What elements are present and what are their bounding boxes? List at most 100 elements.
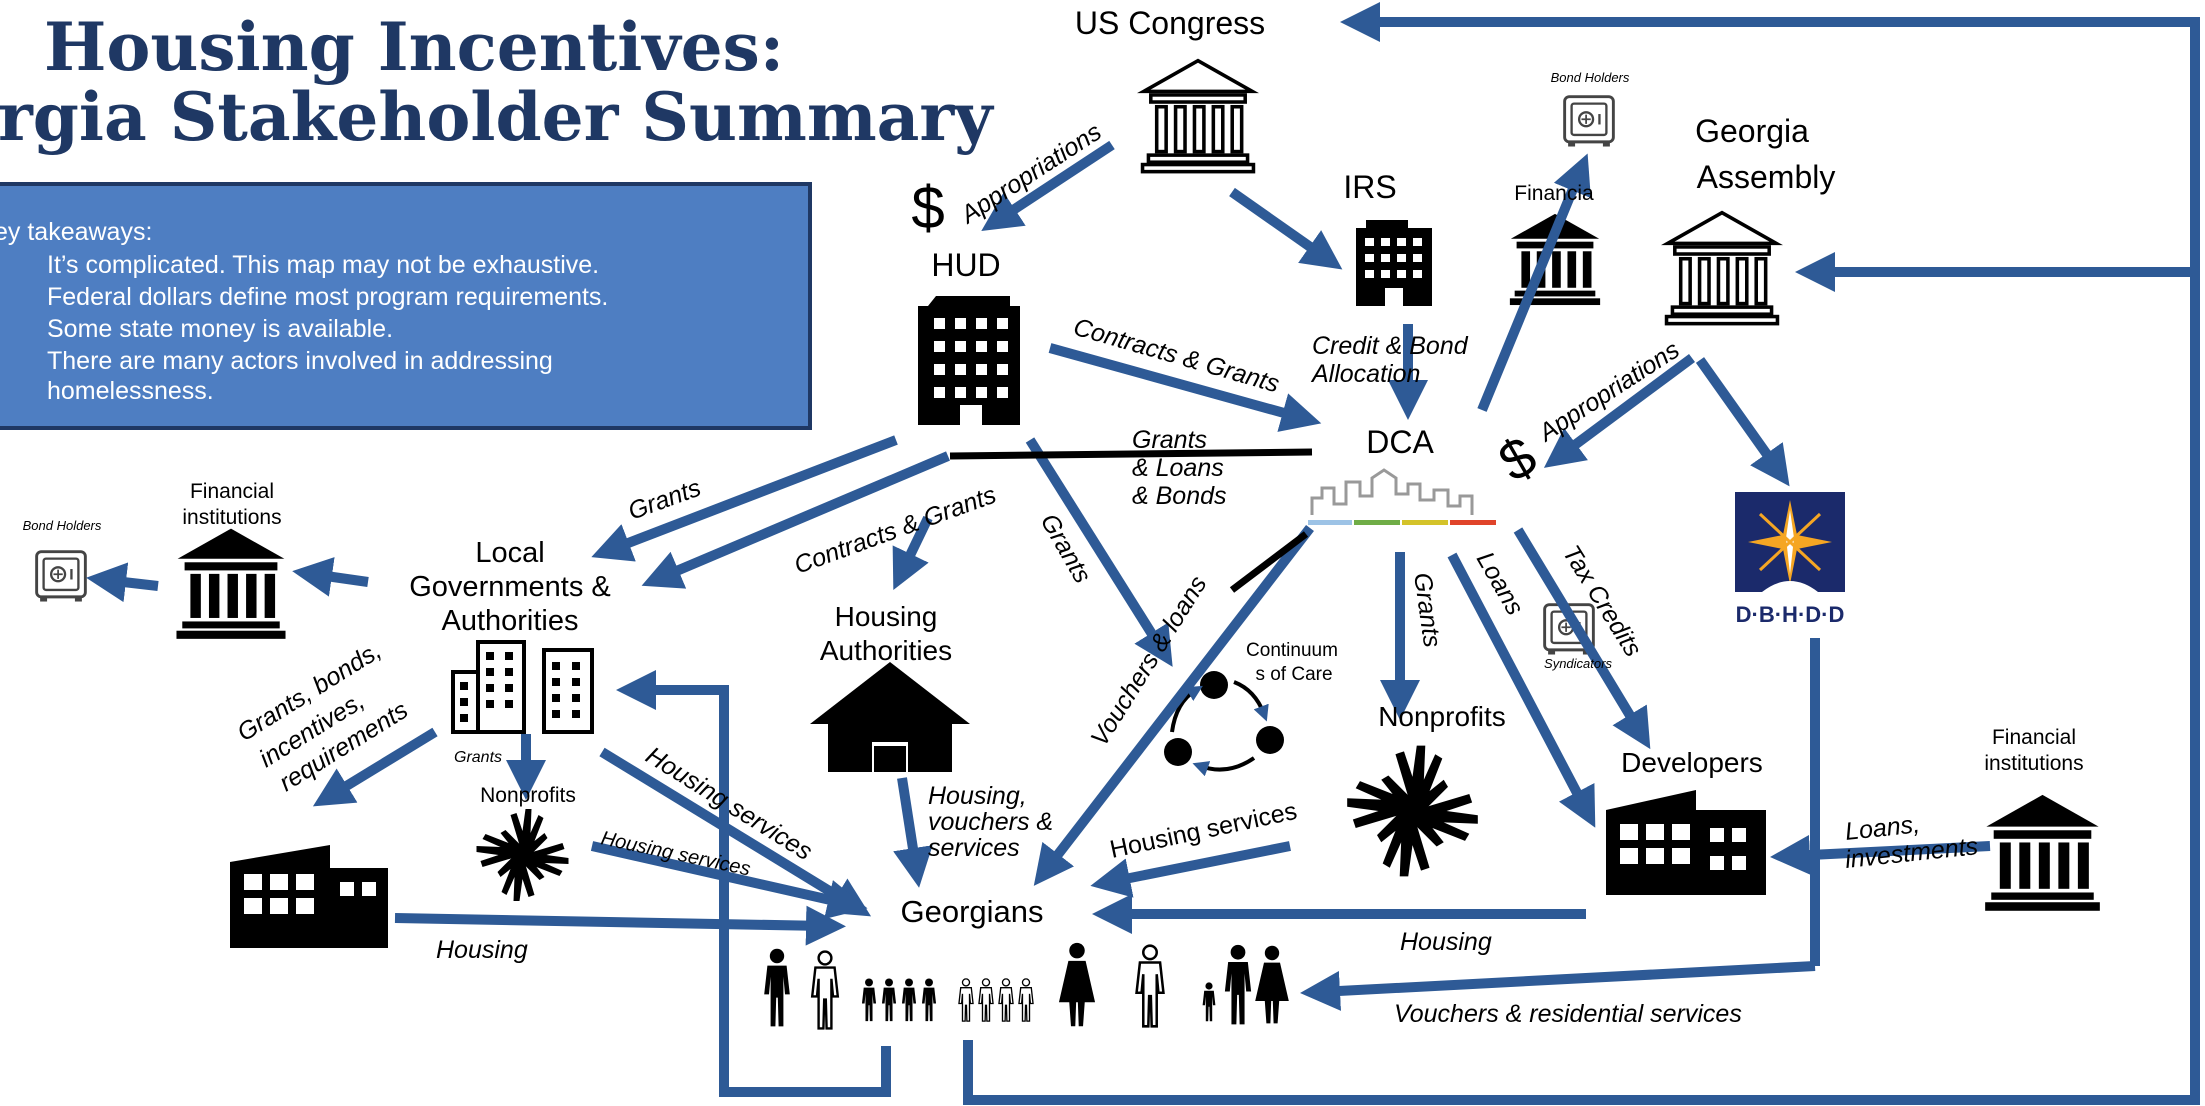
us-congress-building-icon <box>1143 61 1254 172</box>
developers-building-icon <box>1606 790 1766 895</box>
continuum-of-care-cycle-icon <box>1164 671 1284 777</box>
takeaway-item: There are many actors involved in addres… <box>47 347 553 375</box>
dca-to-coc-line <box>1229 531 1309 593</box>
financial-left-label-2: institutions <box>182 506 281 529</box>
financial-right-label-1: Financial <box>1992 726 2076 749</box>
hud-label: HUD <box>931 247 1000 283</box>
dollar-state-icon: $ <box>1488 424 1546 494</box>
arrow-nonprofits-georgians <box>590 841 868 920</box>
edge-vouchers-residential: Vouchers & residential services <box>1394 1000 1742 1028</box>
edge-housing-dev: Housing <box>1400 928 1492 956</box>
financial-institution-left-icon <box>176 528 286 639</box>
edge-contracts-grants-ha: Contracts & Grants <box>790 481 999 580</box>
arrow-dca-developers <box>1447 552 1596 828</box>
local-gov-label-1: Local <box>475 537 544 569</box>
financial-top-label: Financia <box>1514 182 1594 205</box>
syndicators-label: Syndicators <box>1544 656 1612 671</box>
georgia-assembly-building-icon <box>1667 213 1778 324</box>
arrow-to-housing-authorities <box>892 515 933 591</box>
takeaway-item: Federal dollars define most program requ… <box>47 283 609 311</box>
arrow-hud-dca <box>1048 343 1322 432</box>
arrow-dca-bondholders <box>1477 153 1591 412</box>
takeaway-item: It’s complicated. This map may not be ex… <box>47 251 600 279</box>
arrow-local-financial <box>292 557 369 597</box>
dca-skyline-icon <box>1308 468 1496 525</box>
edge-grants-loans-bonds-3: & Bonds <box>1132 482 1227 510</box>
arrow-assembly-dbhdd <box>1695 357 1790 487</box>
edge-vouchers-loans: Vouchers & loans <box>1085 571 1212 751</box>
arrow-ha-georgians <box>893 777 933 888</box>
dbhdd-logo-icon <box>1735 492 1845 592</box>
edge-grants-coc: Grants <box>1035 509 1097 588</box>
arrow-housing-georgians <box>394 905 846 946</box>
georgia-assembly-label-2: Assembly <box>1697 159 1836 195</box>
arrow-assembly-dca <box>1543 353 1695 468</box>
edge-grants-np: Grants <box>1408 571 1446 649</box>
irs-building-icon <box>1356 220 1432 306</box>
feedback-arrow-to-assembly-line <box>1815 236 2200 277</box>
georgians-label: Georgians <box>900 894 1043 929</box>
financial-left-label-1: Financial <box>190 480 274 503</box>
georgians-people-icon <box>764 942 1289 1030</box>
arrow-local-housing <box>312 727 438 807</box>
bond-holders-top-icon <box>1563 95 1615 149</box>
feedback-line-from-georgians <box>963 236 2200 1105</box>
edge-housing-left: Housing <box>436 936 528 964</box>
key-takeaways-heading: ey takeaways: <box>0 218 153 246</box>
nonprofits-hands-icon <box>1347 745 1478 877</box>
hud-building-icon <box>918 296 1020 425</box>
housing-authorities-label-2: Authorities <box>820 635 952 666</box>
arrow-dbhdd-georgians <box>1300 961 1816 1011</box>
edge-grants-small: Grants <box>454 749 502 766</box>
feedback-arrow-to-local-gov <box>616 670 891 1097</box>
nonprofits-right-label: Nonprofits <box>1378 701 1506 732</box>
takeaway-item: homelessness. <box>47 377 214 405</box>
arrow-dca-tax-credits <box>1513 527 1651 750</box>
coc-label-1: Continuum <box>1246 640 1338 661</box>
coc-label-2: s of Care <box>1255 664 1332 685</box>
irs-label: IRS <box>1343 169 1396 205</box>
bond-holders-top-label: Bond Holders <box>1551 70 1630 85</box>
local-government-buildings-icon <box>451 640 594 734</box>
edge-credit-bond-1: Credit & Bond <box>1312 332 1469 360</box>
dca-label: DCA <box>1366 424 1434 460</box>
edge-grants-loans-bonds-2: & Loans <box>1132 454 1224 482</box>
local-gov-label-3: Authorities <box>441 605 578 637</box>
arrow-local-georgians <box>599 747 872 917</box>
arrow-congress-irs <box>1229 187 1343 270</box>
financial-right-label-2: institutions <box>1984 752 2083 775</box>
us-congress-label: US Congress <box>1075 5 1265 41</box>
bond-holders-left-label: Bond Holders <box>23 518 102 533</box>
title-line-2: rgia Stakeholder Summary <box>0 78 993 156</box>
arrow-hud-local-line <box>641 451 950 589</box>
edge-credit-bond-2: Allocation <box>1310 360 1420 388</box>
arrow-hud-local-grants <box>591 435 898 562</box>
edge-housing-vouchers-3: services <box>928 834 1020 862</box>
local-gov-label-2: Governments & <box>409 571 610 603</box>
bond-holders-left-icon <box>35 550 87 604</box>
key-takeaways-box: ey takeaways: It’s complicated. This map… <box>0 182 812 430</box>
flow-arrows <box>86 2 2200 1105</box>
housing-building-left-icon <box>230 845 388 948</box>
arrow-financial-bondholders <box>86 562 159 603</box>
edge-housing-vouchers-2: vouchers & <box>928 808 1053 836</box>
edge-appropriations-federal: Appropriations <box>954 118 1106 230</box>
title-line-1: Housing Incentives: <box>44 8 785 86</box>
edge-housing-vouchers-1: Housing, <box>928 782 1027 810</box>
feedback-arrow-to-congress <box>1340 2 2200 236</box>
dbhdd-label: D·B·H·D·D <box>1736 602 1845 627</box>
arrow-hud-coc <box>1025 437 1173 667</box>
arrow-financial-developers <box>1770 835 1991 875</box>
georgia-assembly-label-1: Georgia <box>1695 113 1809 149</box>
nonprofits-small-hands-icon <box>476 809 569 901</box>
housing-authorities-label-1: Housing <box>835 601 938 632</box>
grants-loans-bonds-bar <box>949 448 1313 460</box>
edge-grants-loans-bonds-1: Grants <box>1132 426 1207 454</box>
arrow-np-georgians <box>1090 841 1291 898</box>
housing-authorities-house-icon <box>810 662 970 772</box>
nonprofits-left-label: Nonprofits <box>480 784 576 807</box>
edge-appropriations-state: Appropriations <box>1532 336 1684 448</box>
financial-institution-right-icon <box>1985 794 2100 911</box>
